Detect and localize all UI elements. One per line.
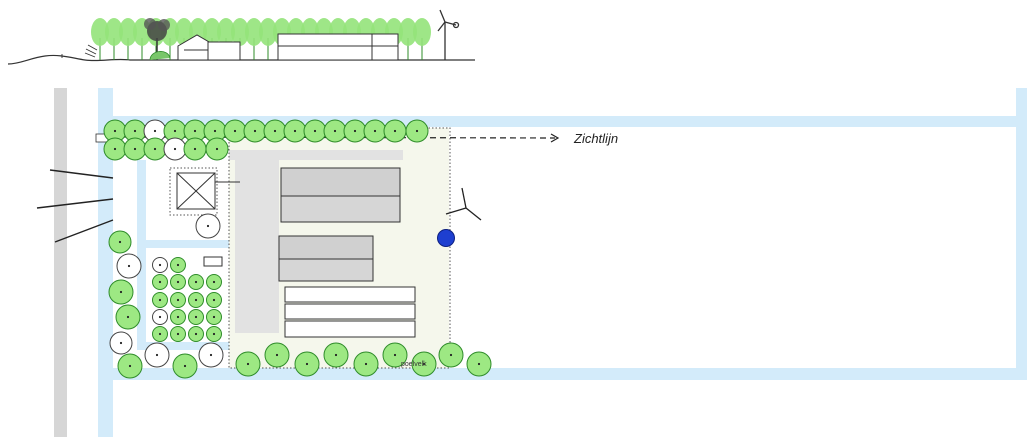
sightline-label: Zichtlijn — [573, 131, 618, 146]
tree — [103, 137, 127, 161]
elevation-tree — [105, 18, 123, 60]
tree — [188, 292, 204, 308]
tree — [264, 342, 290, 368]
ditch-top — [113, 116, 1027, 127]
ditch-bottom — [113, 368, 1027, 380]
building-mid-bottom — [278, 258, 374, 282]
plan-view: Zichtlijn poelvelk — [36, 88, 1027, 437]
paving-area — [229, 150, 403, 333]
tree-white — [109, 331, 133, 355]
building-stall-1 — [284, 286, 416, 303]
tree — [152, 326, 168, 342]
tree — [353, 351, 379, 377]
tree — [383, 119, 407, 143]
building-small-shed — [203, 256, 223, 267]
ditch-inner-vertical — [137, 160, 146, 346]
tree — [170, 274, 186, 290]
elevation-view — [7, 9, 475, 65]
tree — [170, 257, 186, 273]
tree-white — [144, 342, 170, 368]
elevation-tree — [413, 18, 431, 60]
ditch-inner-horizontal — [137, 240, 229, 248]
elevation-tree — [399, 18, 417, 60]
ditch-inner-lower — [137, 342, 229, 350]
tree-white — [116, 253, 142, 279]
elevation-wind-lines — [61, 44, 98, 58]
tree — [206, 326, 222, 342]
building-stall-2 — [284, 303, 416, 320]
tree — [411, 351, 437, 377]
tree — [170, 292, 186, 308]
tree — [188, 326, 204, 342]
tree — [123, 137, 147, 161]
building-mid-top — [278, 235, 374, 260]
building-large-top — [280, 167, 401, 197]
building-large-bottom — [280, 195, 401, 223]
tree — [466, 351, 492, 377]
tree — [243, 119, 267, 143]
tree — [183, 137, 207, 161]
tree — [188, 309, 204, 325]
tree-white — [152, 309, 168, 325]
tree — [363, 119, 387, 143]
tree — [152, 292, 168, 308]
tree — [235, 351, 261, 377]
tree — [323, 119, 347, 143]
elevation-barn — [277, 33, 399, 61]
tree — [188, 274, 204, 290]
tree — [170, 326, 186, 342]
tree — [152, 274, 168, 290]
water-ditches — [98, 88, 1027, 437]
tree — [382, 342, 408, 368]
wind-turbine-icon — [437, 9, 460, 60]
tree — [223, 119, 247, 143]
elevation-tree — [259, 18, 277, 60]
tree — [294, 351, 320, 377]
buildings — [203, 167, 416, 338]
elevation-tree — [119, 18, 137, 60]
access-lines — [36, 169, 114, 243]
tree-group — [103, 119, 492, 379]
pond-label: poelvelk — [401, 361, 427, 368]
tree — [263, 119, 287, 143]
tree — [172, 353, 198, 379]
tree-white — [195, 213, 221, 239]
road-vertical — [54, 88, 67, 437]
tree-white — [198, 342, 224, 368]
tree — [117, 353, 143, 379]
tree — [323, 342, 349, 368]
building-stall-3 — [284, 320, 416, 338]
ditch-left — [98, 88, 113, 437]
tree-white — [152, 257, 168, 273]
wind-turbine-icon — [445, 187, 482, 221]
tree — [115, 304, 141, 330]
tree — [405, 119, 429, 143]
tree — [206, 309, 222, 325]
tree-white — [163, 137, 187, 161]
tree — [438, 342, 464, 368]
elevation-ground-line — [7, 54, 475, 65]
house-roof-plan — [176, 172, 240, 210]
tree — [143, 137, 167, 161]
property-boundary — [228, 127, 451, 369]
elevation-house — [177, 34, 241, 61]
elevation-shrub — [149, 51, 171, 61]
tree — [205, 137, 229, 161]
tree — [343, 119, 367, 143]
elevation-tree — [245, 18, 263, 60]
ditch-right — [1016, 88, 1027, 368]
tree — [206, 292, 222, 308]
blue-dot-icon — [437, 229, 455, 247]
tree — [303, 119, 327, 143]
tree — [206, 274, 222, 290]
tree — [108, 279, 134, 305]
tree — [283, 119, 307, 143]
tree — [108, 230, 132, 254]
elevation-tree — [91, 18, 109, 60]
tree — [170, 309, 186, 325]
